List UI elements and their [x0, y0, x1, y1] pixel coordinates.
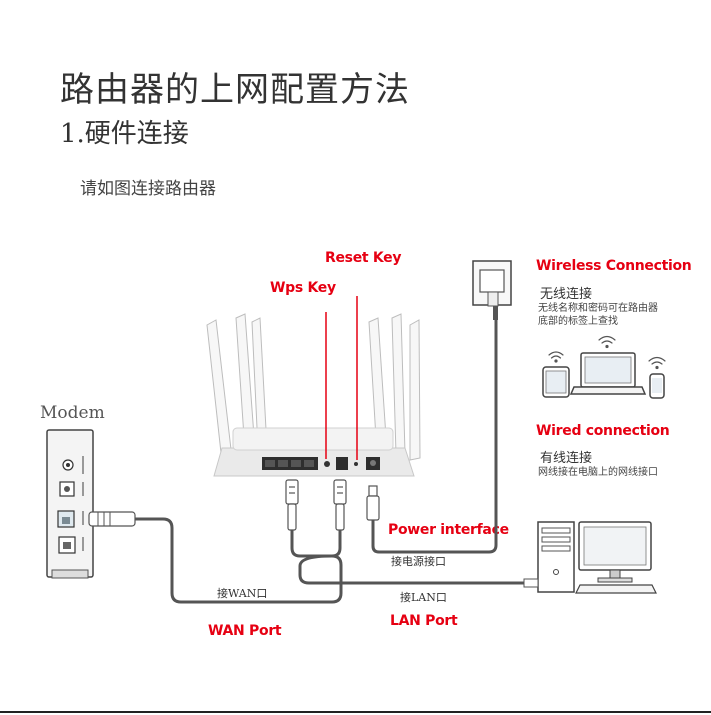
reset-key-label: Reset Key	[325, 250, 402, 266]
router-antennas	[206, 313, 421, 463]
connect-wan-text: 接WAN口	[217, 587, 268, 600]
instruction-text: 请如图连接路由器	[80, 179, 216, 199]
pointer-lines	[325, 296, 358, 460]
ethernet-plugs	[285, 479, 347, 531]
wan-cable	[133, 517, 343, 604]
wifi-icon	[598, 335, 616, 349]
wireless-desc-line2: 底部的标签上查找	[538, 316, 618, 327]
wps-key-label: Wps Key	[270, 280, 336, 296]
wired-title-cn: 有线连接	[540, 451, 593, 466]
wifi-icon	[548, 351, 564, 363]
wireless-devices	[542, 335, 666, 399]
router-device	[213, 427, 415, 477]
router-wan-plug-icon	[285, 479, 299, 505]
wifi-icon	[648, 356, 666, 370]
wireless-title-cn: 无线连接	[540, 287, 593, 302]
modem-device	[46, 429, 136, 579]
wireless-heading: Wireless Connection	[536, 258, 692, 274]
router-lan-plug-icon	[333, 479, 347, 505]
lan-cable	[298, 528, 528, 585]
desktop-computer-icon	[523, 521, 657, 594]
connect-lan-text: 接LAN口	[400, 591, 447, 604]
bottom-divider	[0, 711, 711, 713]
section-subtitle: 1.硬件连接	[60, 119, 189, 149]
wired-desc: 网线接在电脑上的网线接口	[538, 467, 658, 478]
connect-power-text: 接电源接口	[391, 555, 446, 568]
wan-port-label: WAN Port	[208, 623, 282, 639]
modem-label: Modem	[40, 403, 105, 423]
wireless-desc-line1: 无线名称和密码可在路由器	[538, 303, 658, 314]
wps-button-icon	[324, 461, 330, 467]
power-interface-label: Power interface	[388, 522, 509, 538]
cables	[133, 316, 528, 604]
power-adapter-icon	[472, 260, 512, 320]
lan-port-label: LAN Port	[390, 613, 458, 629]
wan-port-icon	[336, 457, 348, 470]
reset-button-icon	[354, 462, 358, 466]
page-title: 路由器的上网配置方法	[60, 70, 410, 110]
wired-heading: Wired connection	[536, 423, 670, 439]
power-plug-icon	[366, 485, 380, 521]
power-cable	[371, 316, 498, 554]
wan-plug-icon	[88, 511, 136, 527]
